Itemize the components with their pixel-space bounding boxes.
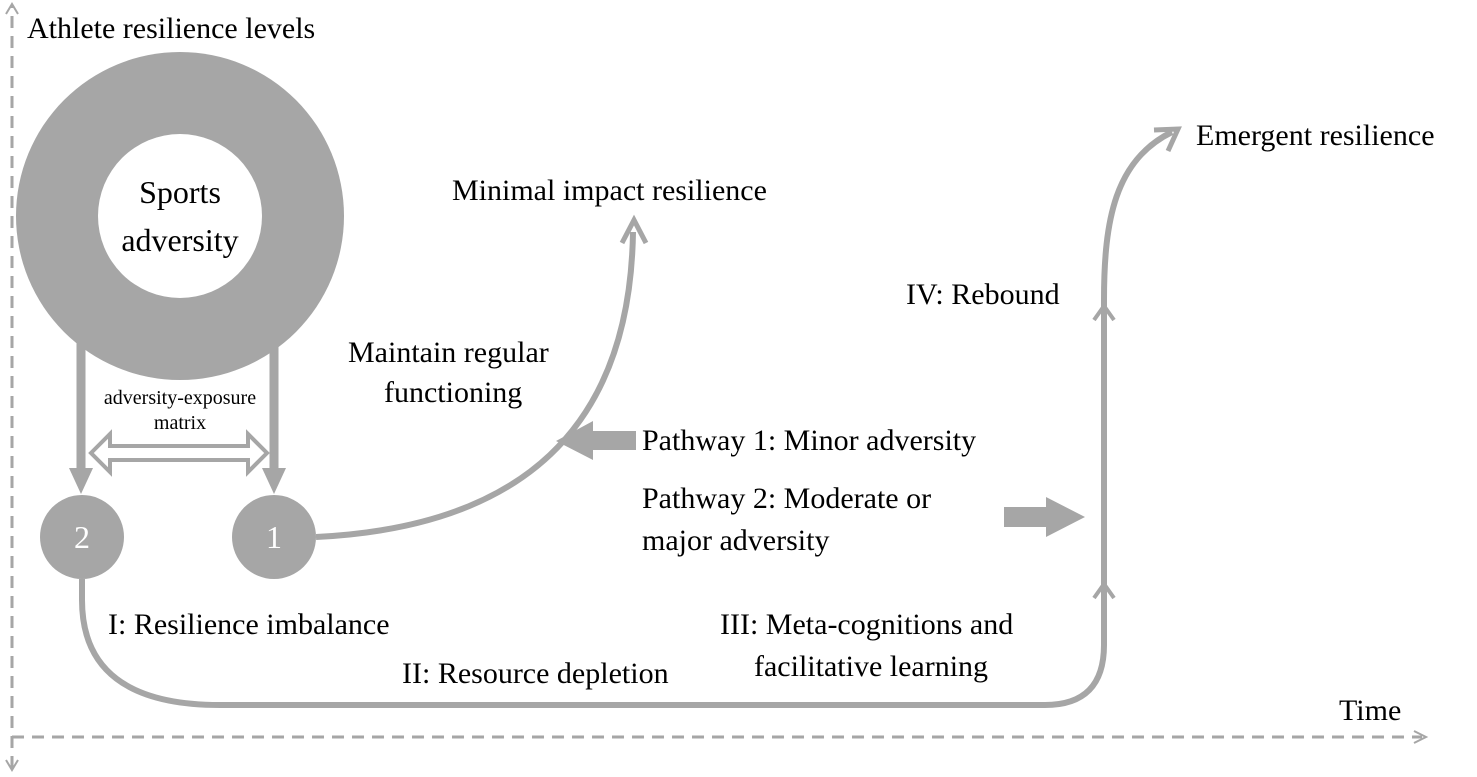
meta-cognitions-label-line1: III: Meta-cognitions and xyxy=(720,608,1014,641)
sports-adversity-label-line2: adversity xyxy=(121,222,239,258)
pathway-1-label: Pathway 1: Minor adversity xyxy=(642,424,977,457)
meta-cognitions-label-line2: facilitative learning xyxy=(754,650,989,683)
y-axis-bottom-arrowhead xyxy=(5,759,19,772)
x-axis-label: Time xyxy=(1339,694,1402,727)
node-1 xyxy=(232,495,316,579)
pathway-2-label-line1: Pathway 2: Moderate or xyxy=(642,482,932,515)
x-axis-arrowhead xyxy=(1413,730,1429,744)
maintain-label-line2: functioning xyxy=(384,376,523,409)
down-arrow-left-head xyxy=(69,468,93,494)
resilience-imbalance-label: I: Resilience imbalance xyxy=(108,608,390,641)
node-1-label: 1 xyxy=(266,519,282,555)
matrix-double-arrow xyxy=(88,429,270,477)
minimal-impact-arrowhead xyxy=(619,214,649,245)
emergent-resilience-label: Emergent resilience xyxy=(1196,119,1435,152)
matrix-label-line1: adversity-exposure xyxy=(103,387,257,409)
pathway-2-block-arrow xyxy=(1004,497,1085,537)
pathway-1-block-arrow xyxy=(556,421,636,460)
pathway-2-label-line2: major adversity xyxy=(642,524,830,557)
down-arrow-right-head xyxy=(262,468,286,494)
resource-depletion-label: II: Resource depletion xyxy=(402,657,669,690)
y-axis-label: Athlete resilience levels xyxy=(27,12,316,45)
emergent-curve xyxy=(79,129,1174,708)
maintain-label-line1: Maintain regular xyxy=(348,336,549,369)
sports-adversity-label-line1: Sports xyxy=(139,174,221,210)
rebound-lower-chevron xyxy=(1092,580,1116,600)
minimal-impact-resilience-label: Minimal impact resilience xyxy=(452,174,767,207)
rebound-upper-chevron xyxy=(1092,302,1116,322)
minimal-impact-curve xyxy=(315,231,636,540)
node-2 xyxy=(40,495,124,579)
emergent-arrowhead xyxy=(1153,126,1182,153)
node-2-label: 2 xyxy=(74,519,90,555)
adversity-inner-circle xyxy=(98,134,262,298)
y-axis-top-arrowhead xyxy=(5,2,19,15)
matrix-label-line2: matrix xyxy=(153,412,207,434)
rebound-label: IV: Rebound xyxy=(906,278,1060,311)
